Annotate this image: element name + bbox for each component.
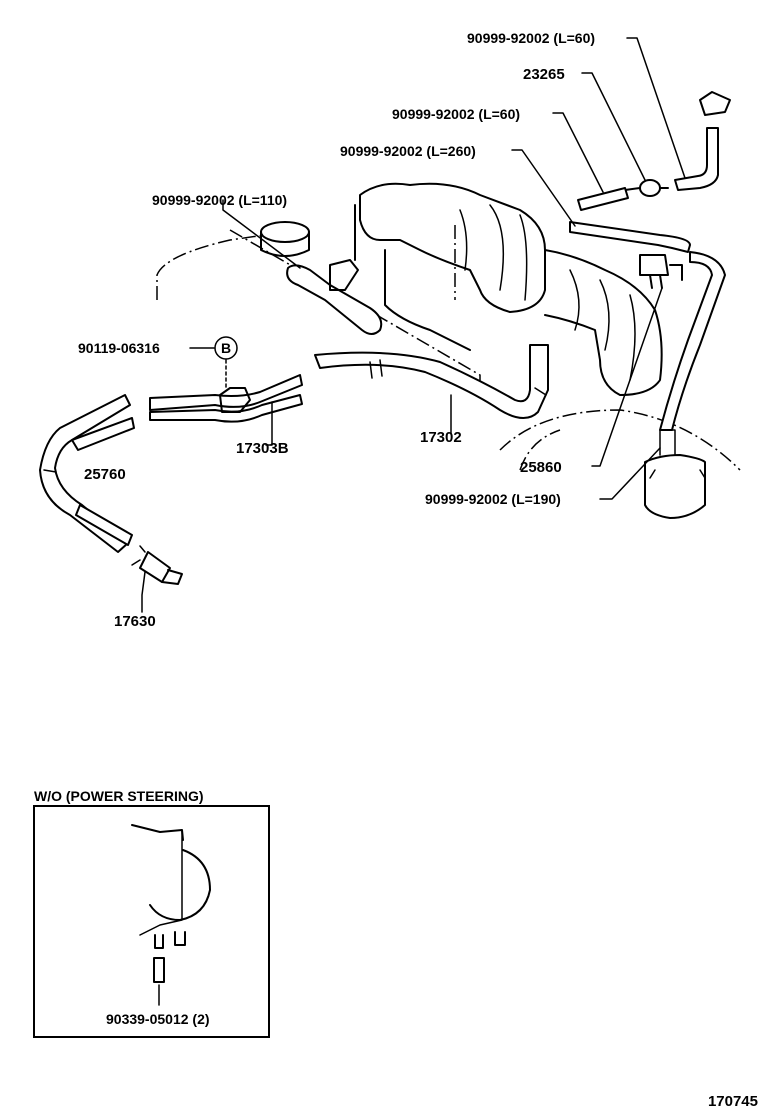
inset-title: W/O (POWER STEERING) (34, 788, 204, 804)
hose-l190 (659, 251, 726, 431)
leader-lines (43, 37, 686, 613)
hose-25760 (39, 394, 135, 553)
hose-17302 (314, 344, 549, 419)
air-intake-assembly (354, 182, 663, 396)
label-90119: 90119-06316 (78, 340, 160, 356)
label-reference-b: B (221, 340, 231, 356)
hose-l60-top (674, 91, 731, 191)
reservoir (260, 221, 310, 257)
hose-l110 (286, 259, 383, 335)
label-17630: 17630 (114, 613, 156, 630)
inset-part-label: 90339-05012 (2) (106, 1011, 210, 1027)
label-90999-l190: 90999-92002 (L=190) (425, 491, 561, 507)
label-25860: 25860 (520, 459, 562, 476)
label-90999-l260: 90999-92002 (L=260) (340, 143, 476, 159)
hose-l260 (569, 221, 691, 253)
reference-b-circle (214, 336, 238, 360)
vsv-23265 (624, 179, 669, 197)
callouts: 90999-92002 (L=60) 23265 90999-92002 (L=… (78, 30, 595, 630)
figure-number: 170745 (708, 1093, 758, 1110)
label-25760: 25760 (84, 466, 126, 483)
inset-wo-power-steering: W/O (POWER STEERING) 90339-05012 (2) (33, 788, 270, 1038)
valve-25860 (639, 254, 683, 289)
sensor-17630 (131, 545, 183, 585)
label-90999-l60-mid: 90999-92002 (L=60) (392, 106, 520, 122)
label-17302: 17302 (420, 429, 462, 446)
label-90999-l110: 90999-92002 (L=110) (152, 192, 287, 208)
label-23265: 23265 (523, 66, 565, 83)
hose-l60-mid (577, 187, 629, 211)
label-90999-l60-top: 90999-92002 (L=60) (467, 30, 595, 46)
canister (644, 429, 706, 519)
label-17303b: 17303B (236, 440, 289, 457)
hose-17303b (149, 374, 303, 423)
